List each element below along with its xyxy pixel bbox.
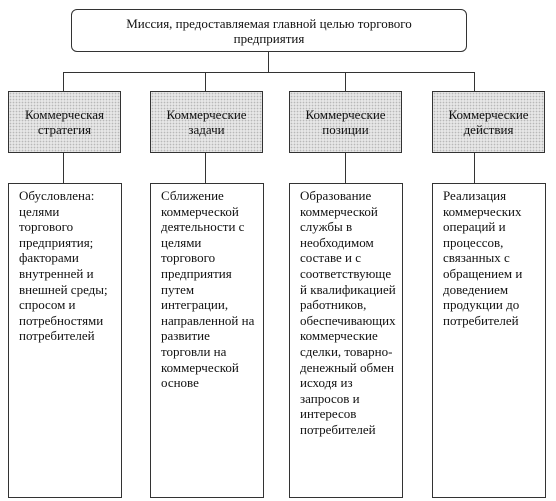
description-box-actions: Реализация коммерческих операций и проце… [432, 183, 546, 498]
branch-line-1 [63, 72, 64, 91]
description-text-positions: Образование коммерческой службы в необхо… [300, 188, 396, 437]
branch-line-3 [345, 72, 346, 91]
link-line-2 [205, 153, 206, 183]
description-box-positions: Образование коммерческой службы в необхо… [289, 183, 403, 498]
branch-line-4 [474, 72, 475, 91]
header-text-positions: Коммерческие позиции [305, 107, 386, 137]
mission-text: Миссия, предоставляемая главной целью то… [126, 15, 412, 46]
link-line-1 [63, 153, 64, 183]
horizontal-bus-line [63, 72, 474, 73]
header-text-actions: Коммерческие действия [448, 107, 529, 137]
header-box-actions: Коммерческие действия [432, 91, 545, 153]
description-box-strategy: Обусловлена: целями торгового предприяти… [8, 183, 122, 498]
header-box-positions: Коммерческие позиции [289, 91, 402, 153]
header-text-strategy: Коммерческая стратегия [25, 107, 104, 137]
link-line-3 [345, 153, 346, 183]
description-text-actions: Реализация коммерческих операций и проце… [443, 188, 523, 328]
mission-box: Миссия, предоставляемая главной целью то… [71, 9, 467, 52]
header-box-tasks: Коммерческие задачи [150, 91, 263, 153]
description-box-tasks: Сближение коммерческой деятельности с це… [150, 183, 264, 498]
description-text-strategy: Обусловлена: целями торгового предприяти… [19, 188, 108, 344]
mission-down-line [268, 52, 269, 72]
link-line-4 [474, 153, 475, 183]
header-text-tasks: Коммерческие задачи [166, 107, 247, 137]
description-text-tasks: Сближение коммерческой деятельности с це… [161, 188, 255, 391]
header-box-strategy: Коммерческая стратегия [8, 91, 121, 153]
branch-line-2 [205, 72, 206, 91]
